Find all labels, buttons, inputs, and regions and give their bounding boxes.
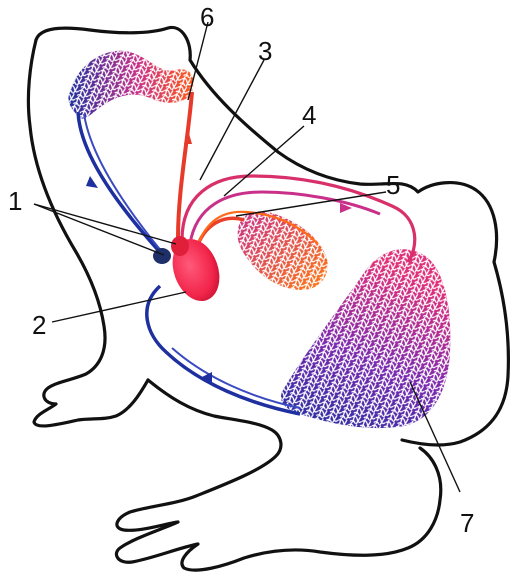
head-capillary-net: [60, 40, 200, 130]
label-2: 2: [32, 310, 46, 340]
label-1: 1: [8, 186, 22, 216]
label-5: 5: [386, 170, 400, 200]
arrow-down-icon: [86, 176, 98, 188]
label-3: 3: [258, 36, 272, 66]
label-7: 7: [460, 508, 474, 538]
label-4: 4: [302, 100, 316, 130]
right-atrium: [171, 236, 189, 256]
left-atrium: [153, 248, 171, 264]
label-6: 6: [200, 2, 214, 32]
